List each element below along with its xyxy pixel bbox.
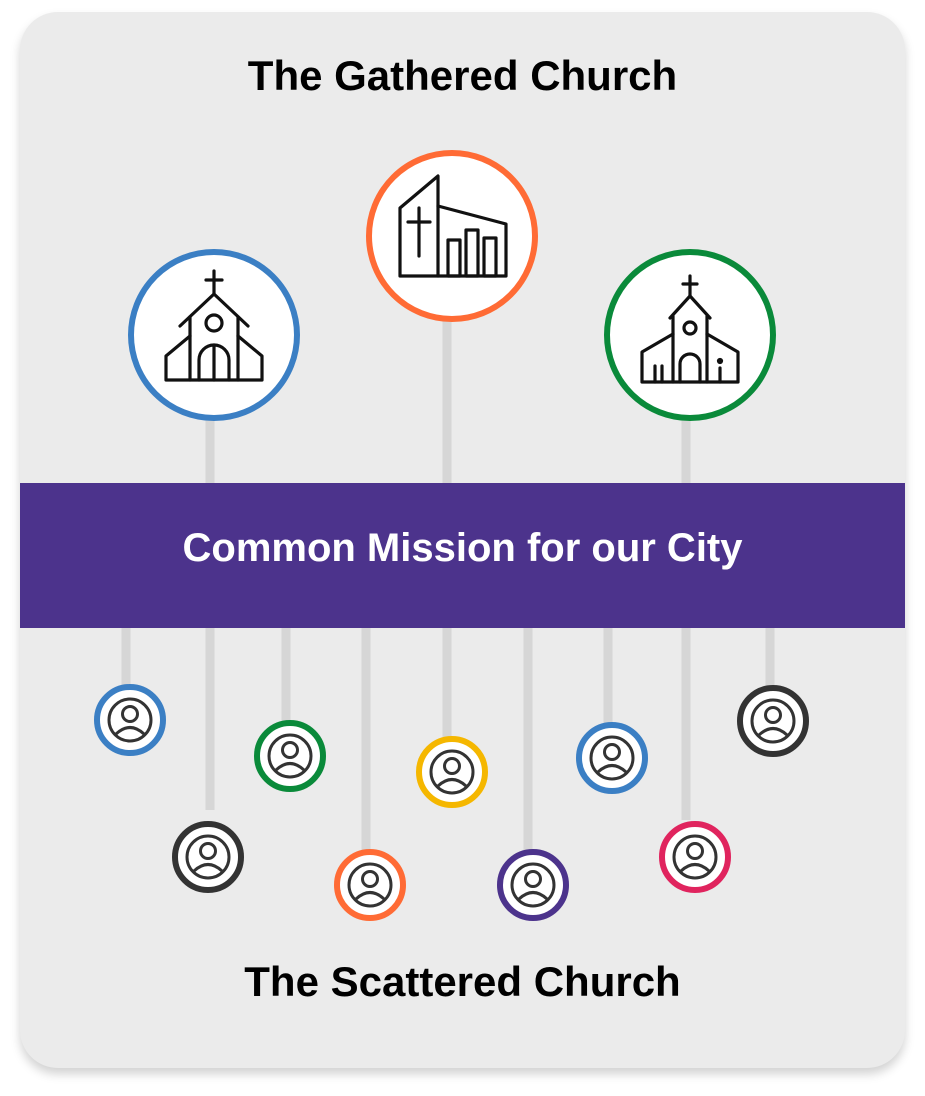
person-icon bbox=[589, 735, 635, 781]
person-node bbox=[416, 736, 488, 808]
person-node bbox=[94, 684, 166, 756]
scattered-church-title: The Scattered Church bbox=[244, 958, 681, 1005]
mission-label: Common Mission for our City bbox=[182, 526, 743, 570]
person-icon bbox=[347, 862, 393, 908]
person-node bbox=[172, 821, 244, 893]
person-node bbox=[659, 821, 731, 893]
person-icon bbox=[510, 862, 556, 908]
church-node-right bbox=[604, 249, 776, 421]
person-icon bbox=[672, 834, 718, 880]
church-node-left bbox=[128, 249, 300, 421]
modern-church-icon bbox=[398, 174, 508, 278]
person-icon bbox=[750, 698, 796, 744]
person-node bbox=[334, 849, 406, 921]
gathered-church-title: The Gathered Church bbox=[247, 52, 678, 99]
person-icon bbox=[267, 733, 313, 779]
church-node-center bbox=[366, 150, 538, 322]
person-icon bbox=[429, 749, 475, 795]
chapel-icon bbox=[640, 274, 740, 384]
person-node bbox=[737, 685, 809, 757]
people-group bbox=[94, 684, 809, 921]
person-node bbox=[254, 720, 326, 792]
person-node bbox=[576, 722, 648, 794]
mission-band bbox=[20, 483, 905, 628]
traditional-church-icon bbox=[164, 269, 264, 382]
person-node bbox=[497, 849, 569, 921]
person-icon bbox=[185, 834, 231, 880]
person-icon bbox=[107, 697, 153, 743]
